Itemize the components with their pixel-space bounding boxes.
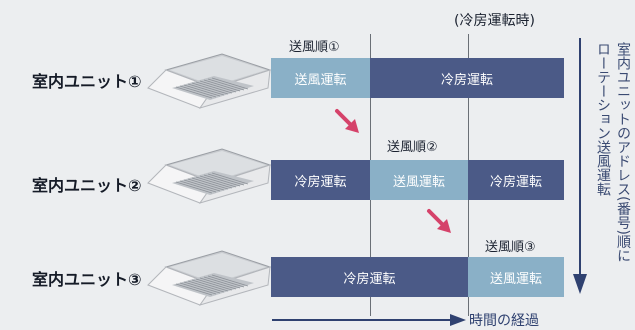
bar-1-segment-fan: 送風運転 xyxy=(271,58,370,98)
bar-3-segment-cool: 冷房運転 xyxy=(271,257,468,297)
cooling-mode-label: (冷房運転時) xyxy=(454,13,535,29)
rotation-caption-line2: ローテーション送風運転 xyxy=(595,42,611,196)
indoor-unit-2-image xyxy=(147,148,272,204)
rotation-caption-line1: 室内ユニットのアドレス(番号)順に xyxy=(615,42,631,263)
arrow-right-icon xyxy=(272,314,466,326)
operation-bar-3: 冷房運転 送風運転 xyxy=(271,257,564,297)
fan-order-3-label: 送風順③ xyxy=(485,240,536,255)
fan-order-1-label: 送風順① xyxy=(289,40,340,55)
indoor-unit-2-label: 室内ユニット② xyxy=(32,176,142,195)
arrow-down-icon xyxy=(573,38,587,294)
bar-2-segment-cool-b: 冷房運転 xyxy=(468,160,564,200)
bar-3-segment-fan: 送風運転 xyxy=(468,257,564,297)
indoor-unit-3-label: 室内ユニット③ xyxy=(32,270,142,289)
bar-2-segment-fan: 送風運転 xyxy=(370,160,468,200)
indoor-unit-1-label: 室内ユニット① xyxy=(32,72,142,91)
bar-1-segment-cool: 冷房運転 xyxy=(370,58,564,98)
time-elapsed-label: 時間の経過 xyxy=(469,313,539,329)
operation-bar-1: 送風運転 冷房運転 xyxy=(271,58,564,98)
indoor-unit-1-image xyxy=(147,53,272,109)
operation-bar-2: 冷房運転 送風運転 冷房運転 xyxy=(271,160,564,200)
sequence-arrow-2-icon xyxy=(427,209,451,233)
fan-order-2-label: 送風順② xyxy=(387,140,438,155)
indoor-unit-3-image xyxy=(147,250,272,306)
bar-2-segment-cool-a: 冷房運転 xyxy=(271,160,370,200)
sequence-arrow-1-icon xyxy=(335,109,359,133)
